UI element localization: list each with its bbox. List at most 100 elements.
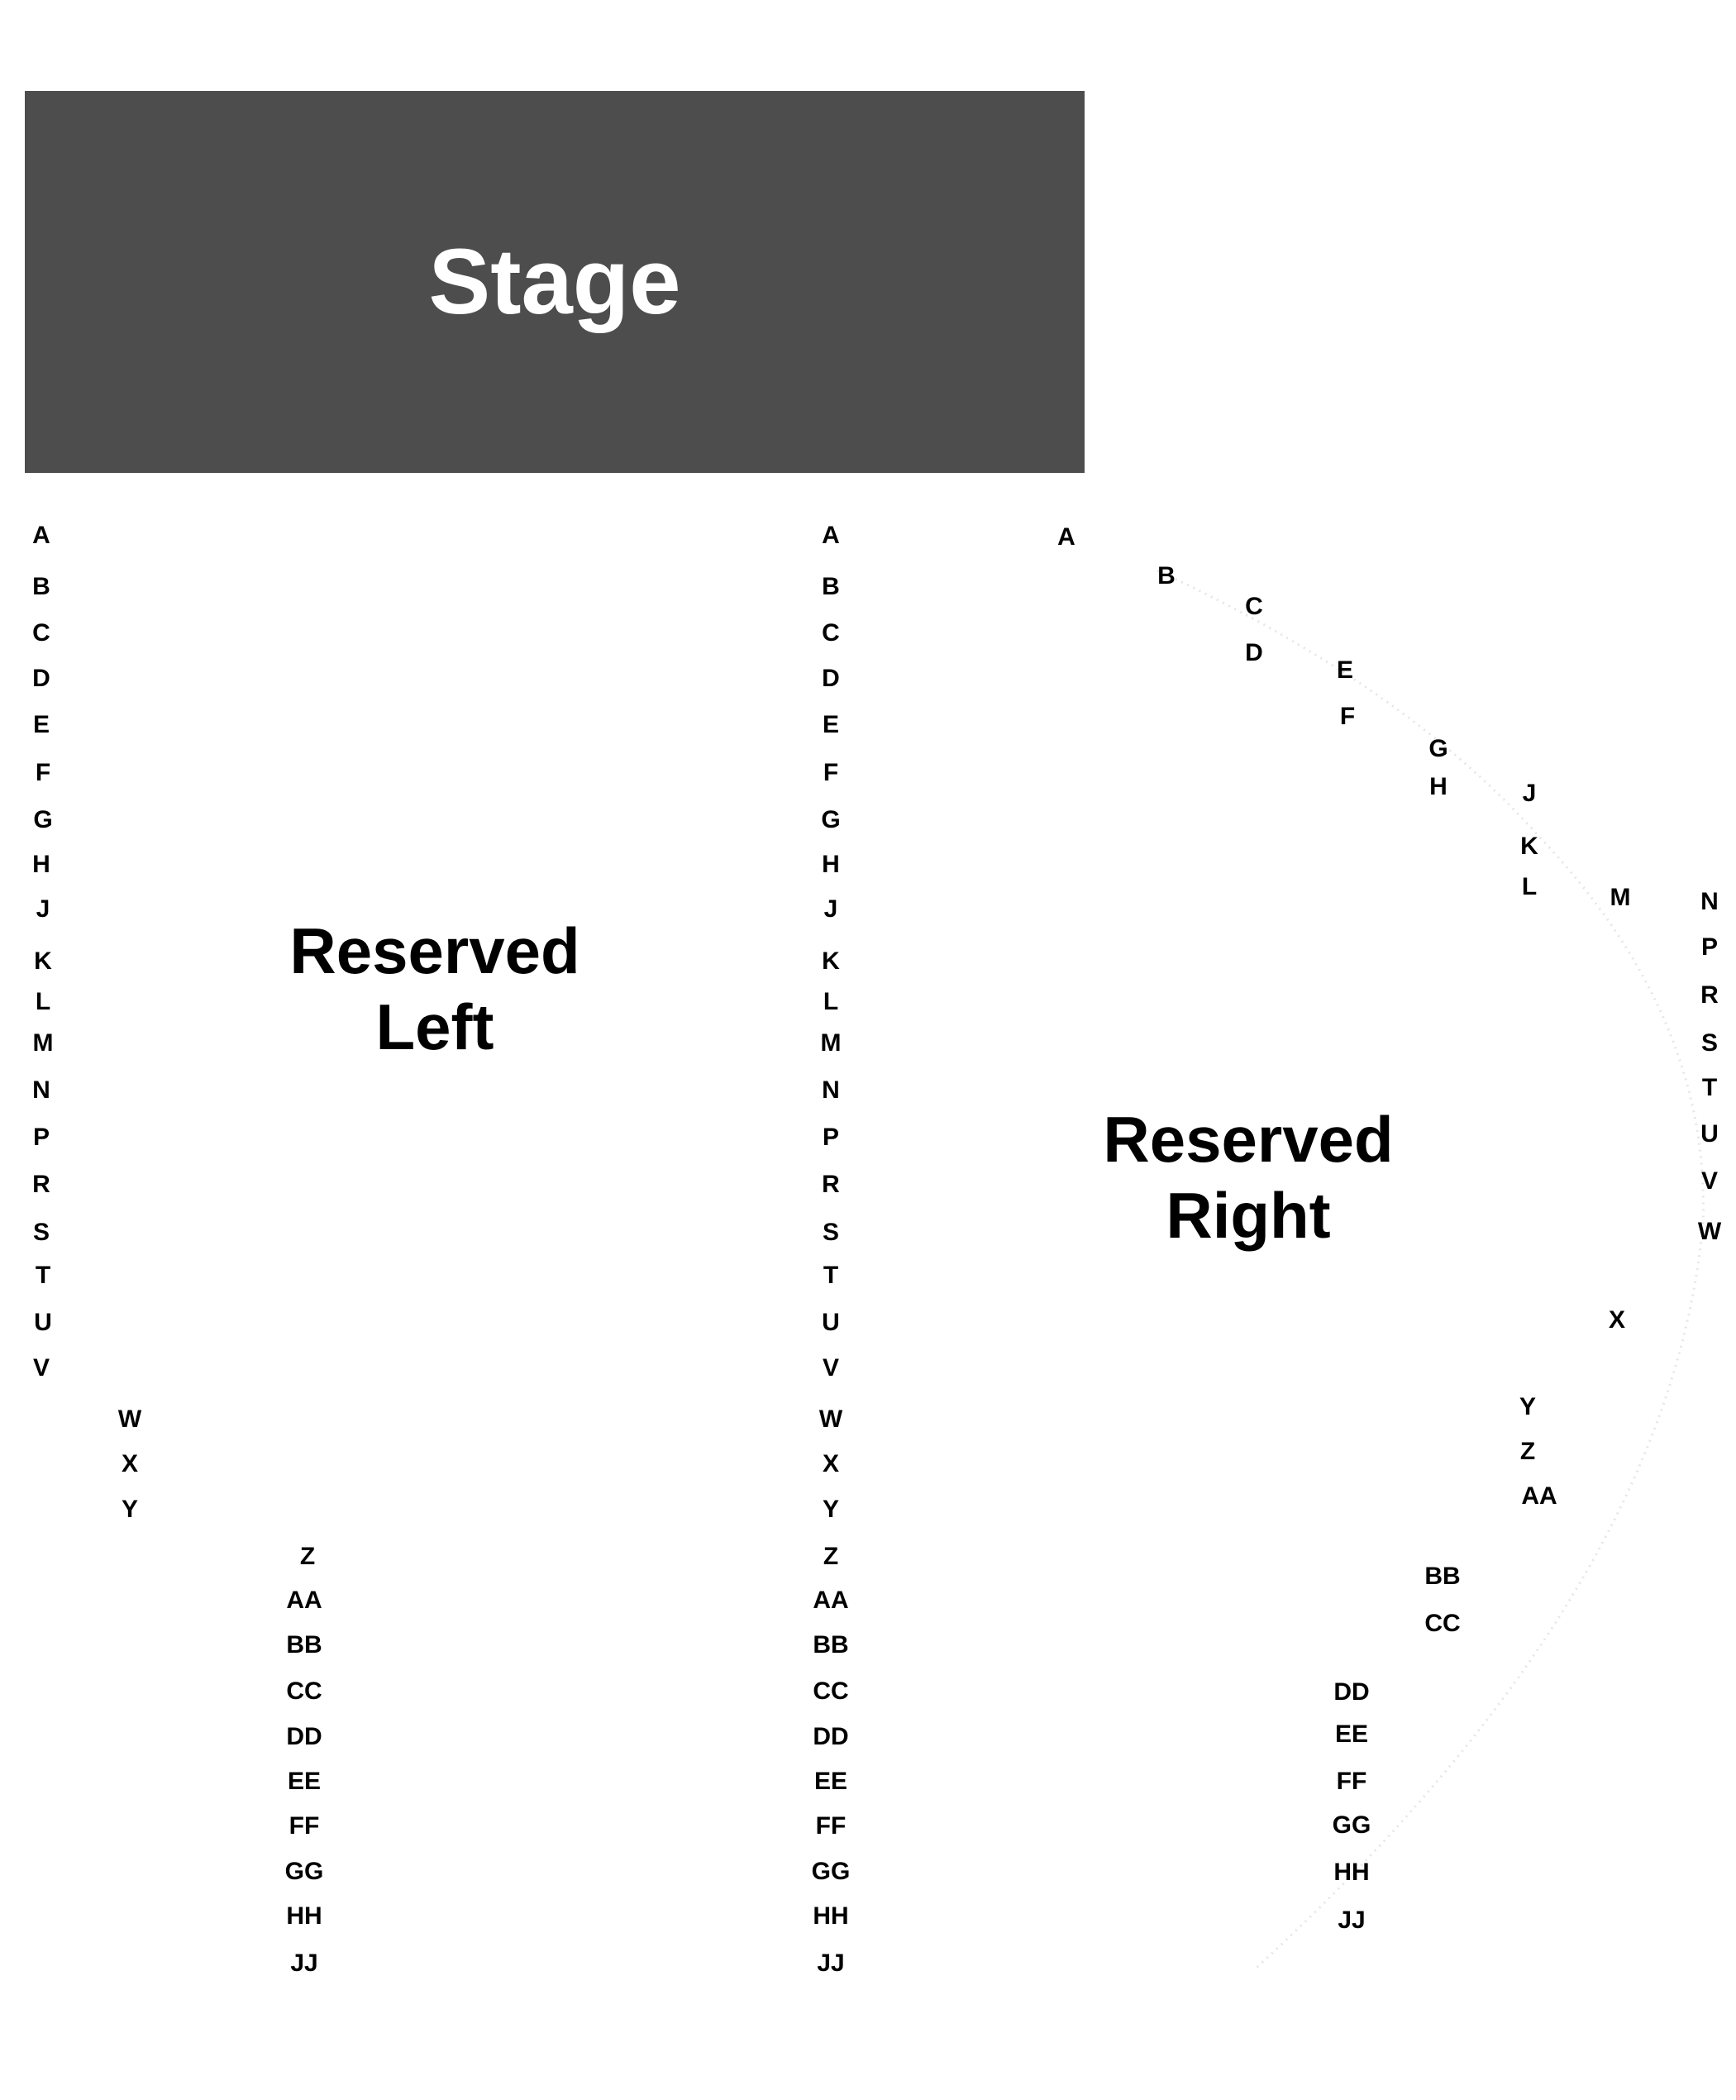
row-label-right: X xyxy=(1608,1306,1626,1334)
row-label-right: CC xyxy=(1424,1610,1461,1637)
section-label-reserved-right: Reserved Right xyxy=(1017,1101,1480,1253)
row-label-left-aisle: U xyxy=(822,1309,840,1336)
section-label-line: Right xyxy=(1166,1179,1331,1252)
row-label-right: N xyxy=(1700,888,1719,915)
row-label-left-aisle: EE xyxy=(813,1768,848,1795)
row-label-left-outer: G xyxy=(33,806,53,833)
row-label-left-aisle: B xyxy=(822,573,840,600)
row-label-left-aisle: FF xyxy=(815,1812,847,1840)
row-label-right: V xyxy=(1700,1167,1719,1195)
row-label-left-aisle: P xyxy=(822,1124,840,1151)
row-label-right: U xyxy=(1700,1120,1719,1148)
stage xyxy=(25,91,1085,473)
row-label-left-aisle: F xyxy=(823,759,839,786)
row-label-left-outer: GG xyxy=(284,1858,324,1885)
row-label-right: G xyxy=(1428,735,1448,762)
section-label-line: Reserved xyxy=(289,914,580,987)
row-label-right: J xyxy=(1522,780,1537,807)
row-label-left-outer: HH xyxy=(286,1902,322,1930)
row-label-right: DD xyxy=(1333,1678,1370,1706)
row-label-right: JJ xyxy=(1338,1907,1366,1934)
row-label-left-outer: EE xyxy=(287,1768,322,1795)
row-label-right: P xyxy=(1700,933,1719,961)
row-label-right: W xyxy=(1697,1218,1722,1245)
row-label-right: H xyxy=(1429,773,1447,800)
row-label-left-aisle: G xyxy=(821,806,841,833)
row-label-left-outer: C xyxy=(32,619,50,647)
row-label-left-outer: BB xyxy=(286,1631,322,1659)
row-label-left-outer: CC xyxy=(286,1678,322,1705)
section-label-reserved-left: Reserved Left xyxy=(203,913,666,1065)
row-label-left-outer: Y xyxy=(121,1496,139,1523)
row-label-left-aisle: V xyxy=(822,1354,840,1382)
row-label-left-outer: R xyxy=(32,1171,50,1198)
row-label-left-outer: T xyxy=(35,1262,51,1289)
row-label-left-aisle: K xyxy=(822,947,840,975)
row-label-right: E xyxy=(1336,656,1354,684)
row-label-right: F xyxy=(1339,703,1356,730)
stage-label: Stage xyxy=(428,230,681,333)
row-label-right: S xyxy=(1700,1029,1719,1057)
row-label-right: L xyxy=(1521,873,1538,900)
row-label-left-aisle: S xyxy=(822,1219,840,1246)
row-label-left-aisle: L xyxy=(823,988,839,1015)
row-label-left-outer: P xyxy=(32,1124,50,1151)
row-label-left-outer: B xyxy=(32,573,50,600)
row-label-left-outer: Z xyxy=(299,1543,316,1570)
row-label-left-aisle: A xyxy=(822,522,840,549)
row-label-left-aisle: BB xyxy=(813,1631,849,1659)
row-label-left-outer: AA xyxy=(286,1587,322,1614)
row-label-left-outer: D xyxy=(32,665,50,692)
row-label-right: D xyxy=(1245,639,1263,666)
row-label-left-outer: N xyxy=(32,1076,50,1104)
row-label-left-aisle: HH xyxy=(813,1902,849,1930)
row-label-right: R xyxy=(1700,981,1719,1009)
row-label-left-outer: FF xyxy=(289,1812,320,1840)
row-label-left-outer: E xyxy=(32,711,50,738)
row-label-left-aisle: H xyxy=(822,851,840,878)
row-label-left-aisle: JJ xyxy=(817,1950,845,1977)
row-label-left-outer: M xyxy=(32,1029,54,1057)
row-label-right: AA xyxy=(1521,1482,1557,1510)
row-label-left-outer: A xyxy=(32,522,50,549)
row-label-left-outer: H xyxy=(32,851,50,878)
row-label-left-aisle: C xyxy=(822,619,840,647)
row-label-left-outer: W xyxy=(117,1406,142,1433)
row-label-left-outer: J xyxy=(36,895,50,923)
row-label-right: GG xyxy=(1332,1811,1371,1839)
row-label-left-aisle: J xyxy=(823,895,838,923)
row-label-left-outer: K xyxy=(34,947,52,975)
row-label-left-aisle: AA xyxy=(813,1587,849,1614)
row-label-left-outer: L xyxy=(35,988,51,1015)
row-label-right: M xyxy=(1610,884,1631,911)
section-label-line: Left xyxy=(375,990,494,1063)
row-label-left-outer: F xyxy=(35,759,51,786)
row-label-left-aisle: M xyxy=(820,1029,842,1057)
row-label-left-aisle: DD xyxy=(813,1723,849,1750)
row-label-right: HH xyxy=(1333,1859,1370,1886)
row-label-left-aisle: GG xyxy=(811,1858,851,1885)
row-label-right: B xyxy=(1157,562,1176,589)
row-label-right: Y xyxy=(1519,1393,1537,1420)
row-label-left-aisle: R xyxy=(822,1171,840,1198)
row-label-left-outer: V xyxy=(32,1354,50,1382)
section-label-line: Reserved xyxy=(1103,1103,1394,1176)
row-label-right: A xyxy=(1057,523,1075,551)
row-label-left-aisle: Z xyxy=(823,1543,839,1570)
row-label-right: C xyxy=(1245,593,1263,620)
row-label-left-aisle: Y xyxy=(822,1496,840,1523)
row-label-left-outer: S xyxy=(32,1219,50,1246)
row-label-left-aisle: CC xyxy=(813,1678,849,1705)
row-label-left-aisle: D xyxy=(822,665,840,692)
row-label-left-aisle: X xyxy=(822,1450,840,1477)
row-label-left-outer: X xyxy=(121,1450,139,1477)
row-label-right: T xyxy=(1701,1074,1718,1101)
row-label-left-outer: JJ xyxy=(290,1950,318,1977)
row-label-right: BB xyxy=(1424,1563,1461,1590)
row-label-left-aisle: T xyxy=(823,1262,839,1289)
row-label-left-aisle: W xyxy=(818,1406,843,1433)
row-label-left-aisle: N xyxy=(822,1076,840,1104)
row-label-right: FF xyxy=(1336,1768,1367,1795)
row-label-left-aisle: E xyxy=(822,711,840,738)
